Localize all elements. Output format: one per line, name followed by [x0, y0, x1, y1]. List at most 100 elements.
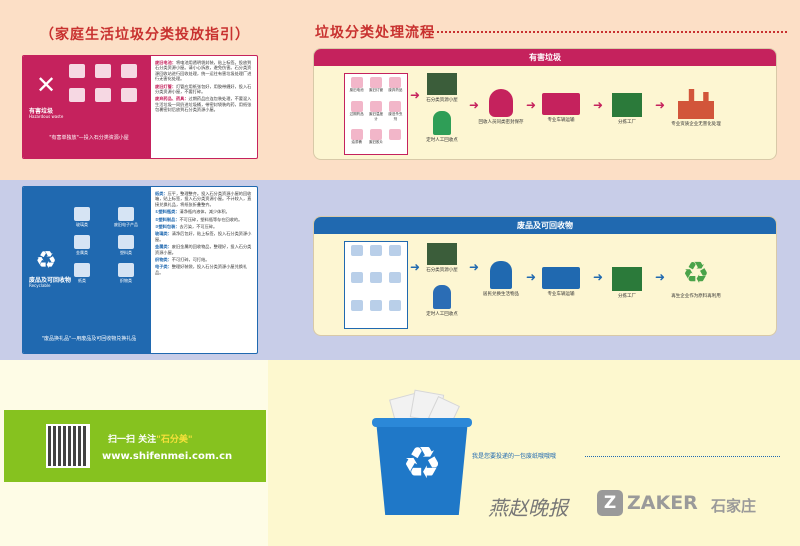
recycle-icon: ♻ [402, 438, 442, 489]
lamp-icon [91, 64, 115, 86]
arrow-icon: ➜ [469, 98, 480, 112]
bag-icon [387, 299, 404, 325]
follow-brand: "石分美" [156, 435, 193, 445]
washing-machine-icon: 废旧电子产品 [109, 207, 143, 229]
truck-icon [542, 93, 580, 115]
zaker-logo-icon: Z [597, 490, 623, 516]
hazardous-rule: 废旧电池：将电池用透明袋封装，贴上标签。投放到石分类资源小屋。请小心拆放，避免伤… [155, 60, 252, 82]
glass-bottle-icon: 玻璃类 [65, 207, 99, 229]
paper-icon [348, 272, 365, 297]
lamp-icon: 废旧灯管 [367, 77, 384, 99]
metal-icon [348, 299, 365, 325]
recycle-bin-rim [372, 418, 472, 427]
arrow-icon: ➜ [526, 98, 537, 112]
plastic-bottle-icon: 塑料类 [109, 235, 143, 257]
qr-code-pattern [48, 426, 88, 466]
hazardous-item-grid [65, 64, 141, 110]
truck-icon [542, 267, 580, 289]
recyclable-items-box [344, 241, 408, 329]
recyclable-rule: 纸类：压平，整理整齐。投入石分类资源小屋的回收箱，贴上标签，投入石分类资源小屋。… [155, 191, 252, 207]
thermometer-icon: 废旧温度计 [367, 100, 384, 128]
guide-title: （家庭生活垃圾分类投放指引） [40, 27, 250, 43]
step-manual-collection: 定时人工回收点 [417, 285, 467, 317]
worker-icon [433, 285, 451, 309]
arrow-icon: ➜ [526, 270, 537, 284]
clothing-icon [367, 299, 384, 325]
step-transport: 专业车辆运输 [536, 93, 586, 123]
washing-machine-icon [367, 245, 384, 270]
metal-icon: 金属类 [65, 235, 99, 257]
medicine-icon: 废弃药品 [387, 77, 404, 99]
hazardous-process-title: 有害垃圾 [314, 49, 776, 66]
recyclable-rule: 金属类：废旧金属的回收物品，整理好，投入石分类资源小屋。 [155, 244, 252, 255]
step-manual-collection: 定时人工回收点 [417, 111, 467, 143]
pill-icon: 过期药品 [348, 100, 365, 128]
hazardous-rule: 废弃药品、药具：过期药品应连包装处理，不要混入生活垃圾一同扔进垃圾桶，带密封袋装… [155, 96, 252, 113]
recyclable-card-side: ♻ 废品及可回收物 Recyclable "废品换礼品"—用废品及可回收物兑换礼… [23, 187, 151, 353]
hazardous-category-name: 有害垃圾 [29, 108, 54, 115]
follow-text: 扫一扫 关注"石分美" [108, 432, 193, 445]
bottle-icon [387, 245, 404, 270]
paper-icon: 纸类 [65, 263, 99, 285]
battery-icon [65, 64, 89, 86]
step-sealed-storage: 回收人员同类密封保存 [476, 89, 526, 125]
step-resident-exchange: 居民兑换生活物品 [476, 261, 526, 297]
film-icon: 废旧胶片 [367, 129, 384, 151]
recyclable-item-grid: 玻璃类 废旧电子产品 金属类 塑料类 纸类 织物类 [65, 207, 143, 285]
factory-icon [612, 267, 642, 291]
recyclable-process-title: 废品及可回收物 [314, 217, 776, 234]
arrow-icon: ➜ [655, 98, 666, 112]
arrow-icon: ➜ [410, 260, 421, 274]
recyclable-rule: 电子类：整理好装袋，投入石分类资源小屋兑换礼品。 [155, 264, 248, 275]
battery-icon: 废旧电池 [348, 77, 365, 99]
glass-bottle-icon [348, 245, 365, 270]
arrow-icon: ➜ [593, 270, 604, 284]
hazardous-rules: 废旧电池：将电池用透明袋封装，贴上标签。投放到石分类资源小屋。请小心拆放，避免伤… [155, 60, 255, 115]
hazardous-slogan: "有害单独放"—投入石分类资源小屋 [49, 135, 129, 141]
recyclable-rule: 玻璃类：清净后包好，贴上标签，投入石分类资源小屋。 [155, 231, 252, 242]
thermometer-icon [65, 88, 89, 110]
clothing-icon: 织物类 [109, 263, 143, 285]
bin-tagline: 我是您要投递的一包废纸哦哦哦 [472, 453, 557, 460]
process-title: 垃圾分类处理流程 [315, 25, 435, 41]
arrow-icon: ➜ [655, 270, 666, 284]
recycle-icon: ♻ [682, 256, 710, 291]
film-icon [91, 88, 115, 110]
recyclable-rule: ①塑料瓶类：清净瓶内液体，减少体积。 [155, 209, 230, 215]
recyclable-rules: 纸类：压平，整理整齐。投入石分类资源小屋的回收箱，贴上标签，投入石分类资源小屋。… [155, 191, 255, 277]
worker-icon [433, 111, 451, 135]
qr-code[interactable] [46, 424, 90, 468]
zaker-city: 石家庄 [711, 497, 757, 515]
plastic-icon [367, 272, 384, 297]
spray-icon [387, 129, 404, 151]
recyclable-process-panel: 废品及可回收物 ➜ 石分类资源小屋 定时人工回收点 ➜ 居民兑换生活物品 ➜ [313, 216, 777, 336]
website-link[interactable]: www.shifenmei.com.cn [102, 451, 233, 462]
title-divider [432, 31, 787, 33]
arrow-icon: ➜ [469, 260, 480, 274]
plant-icon [678, 89, 714, 119]
recyclable-rule: 织物类：不可打碎，可打结。 [155, 257, 210, 263]
recyclable-category-name: 废品及可回收物 [29, 277, 72, 284]
zaker-wordmark: ZAKER [627, 492, 698, 514]
house-icon [427, 243, 457, 265]
hazardous-items-box: 废旧电池 废旧灯管 废弃药品 过期药品 废旧温度计 废旧杀虫剂 油漆桶 废旧胶片 [344, 73, 408, 155]
house-icon [427, 73, 457, 95]
step-sorting-factory: 分拣工厂 [602, 93, 652, 125]
step-harmless-disposal: 专业资质企业无害化处理 [666, 89, 726, 127]
pesticide-icon [117, 88, 141, 110]
pesticide-icon: 废旧杀虫剂 [387, 100, 404, 128]
step-transport: 专业车辆运输 [536, 267, 586, 297]
step-reuse: ♻ 再生企业作为原料再利用 [671, 256, 721, 300]
hazardous-category-en: Hazardous waste [29, 114, 64, 119]
box-icon [387, 272, 404, 297]
recyclable-slogan: "废品换礼品"—用废品及可回收物兑换礼品 [41, 336, 137, 342]
recycle-icon: ♻ [35, 246, 57, 274]
recycle-bin [376, 420, 468, 515]
resident-icon [490, 261, 512, 289]
hazardous-card: ✕ 有害垃圾 Hazardous waste "有害单独放"—投入石分类资源小屋… [22, 55, 258, 159]
recyclable-card: ♻ 废品及可回收物 Recyclable "废品换礼品"—用废品及可回收物兑换礼… [22, 186, 258, 354]
hazardous-process-panel: 有害垃圾 废旧电池 废旧灯管 废弃药品 过期药品 废旧温度计 废旧杀虫剂 油漆桶… [313, 48, 777, 160]
recyclable-rule: ②塑料制品：不可压碎，塑料瓶等存在回收的。 [155, 216, 243, 222]
step-sorting-factory: 分拣工厂 [602, 267, 652, 299]
